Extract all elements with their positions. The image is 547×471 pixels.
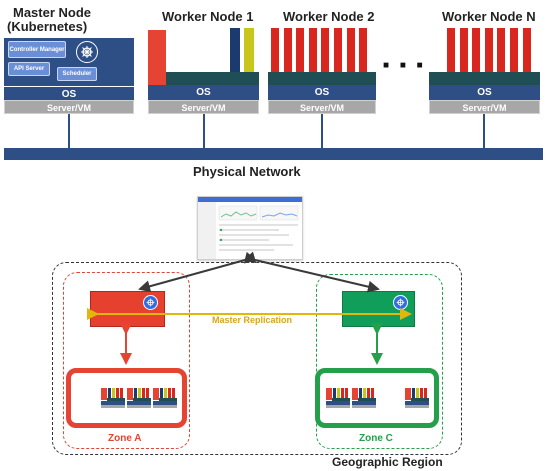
- workerN-server-bar: Server/VM: [429, 100, 540, 114]
- workerN-pod: [459, 28, 468, 72]
- kubernetes-icon: [143, 295, 158, 310]
- workerN-pod: [447, 28, 455, 72]
- worker1-pod-navy: [230, 28, 240, 72]
- worker1-pod-yellow: [244, 28, 254, 72]
- worker2-pod: [308, 28, 317, 72]
- scheduler-box: Scheduler: [57, 67, 97, 81]
- physical-network-bar: [4, 148, 543, 160]
- master-network-link: [68, 114, 70, 148]
- worker2-pod: [359, 28, 368, 72]
- worker-node-n-title: Worker Node N: [442, 9, 536, 24]
- zone-a-worker-group: [66, 368, 187, 428]
- worker1-runtime-bar: [166, 72, 259, 85]
- kubernetes-icon: [76, 41, 98, 63]
- ellipsis: ■ ■ ■: [383, 60, 427, 71]
- worker2-pod: [271, 28, 279, 72]
- workerN-runtime-bar: [429, 72, 540, 85]
- master-replication-label: Master Replication: [212, 315, 293, 325]
- mini-worker-node: [101, 388, 125, 408]
- worker1-pod-red: [148, 30, 166, 85]
- worker2-pod: [346, 28, 355, 72]
- master-server-bar: Server/VM: [4, 100, 134, 114]
- workerN-pod: [522, 28, 531, 72]
- zone-c-worker-group: [315, 368, 439, 428]
- worker2-os-bar: OS: [268, 85, 376, 100]
- workerN-pod: [484, 28, 493, 72]
- master-os-bar: OS: [4, 87, 134, 102]
- worker-node-2-title: Worker Node 2: [283, 9, 375, 24]
- controller-manager-box: Controller Manager: [8, 41, 66, 58]
- worker-node-1-title: Worker Node 1: [162, 9, 254, 24]
- worker2-runtime-bar: [268, 72, 376, 85]
- mini-worker-node: [352, 388, 376, 408]
- workerN-pod: [510, 28, 518, 72]
- master-node-title-line1: Master Node: [13, 5, 92, 20]
- worker1-os-bar: OS: [148, 85, 259, 100]
- api-server-box: API Server: [8, 62, 50, 76]
- worker1-server-bar: Server/VM: [148, 100, 259, 114]
- zone-a-label: Zone A: [108, 433, 142, 444]
- worker2-server-bar: Server/VM: [268, 100, 376, 114]
- geographic-region-label: Geographic Region: [332, 455, 443, 469]
- mini-worker-node: [326, 388, 350, 408]
- workerN-pod: [472, 28, 481, 72]
- mini-worker-node: [153, 388, 177, 408]
- worker1-network-link: [203, 114, 205, 148]
- workerN-os-bar: OS: [429, 85, 540, 100]
- worker2-network-link: [321, 114, 323, 148]
- workerN-pod: [497, 28, 506, 72]
- mini-worker-node: [405, 388, 429, 408]
- mini-worker-node: [127, 388, 151, 408]
- worker2-pod: [334, 28, 342, 72]
- worker2-pod: [283, 28, 292, 72]
- master-node-title-line2: (Kubernetes): [7, 19, 88, 34]
- workerN-network-link: [483, 114, 485, 148]
- dashboard-screenshot: [197, 196, 303, 260]
- zone-c-label: Zone C: [359, 433, 393, 444]
- physical-network-label: Physical Network: [193, 164, 301, 179]
- worker2-pod: [321, 28, 330, 72]
- worker2-pod: [296, 28, 305, 72]
- zone-a-boundary: [63, 272, 190, 449]
